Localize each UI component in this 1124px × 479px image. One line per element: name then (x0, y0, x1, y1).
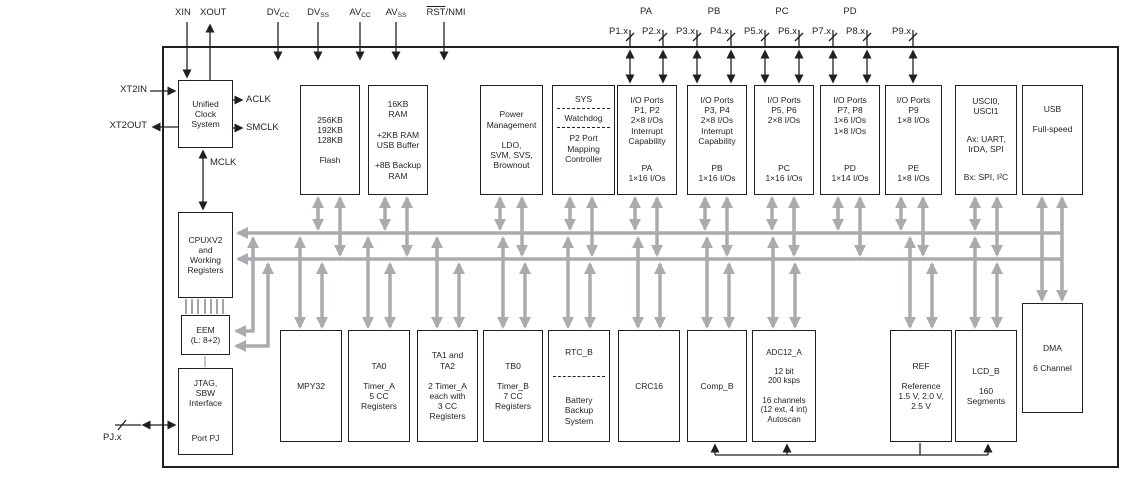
port-group-label-pa: PA (640, 6, 652, 17)
io-pd-top: I/O Ports P7, P8 1×6 I/Os 1×8 I/Os (833, 95, 867, 136)
io-p9-top: I/O Ports P9 1×8 I/Os (896, 95, 931, 126)
pin-label-xin: XIN (175, 7, 191, 18)
divider (557, 127, 610, 129)
io-pb-top: I/O Ports P3, P4 2×8 I/Os Interrupt Capa… (698, 95, 736, 146)
io-p9-bottom: PE 1×8 I/Os (897, 162, 930, 183)
usci-bx: Bx: SPI, I²C (963, 171, 1009, 182)
port-pj-label: Port PJ (191, 432, 220, 443)
block-power-management: Power Management LDO, SVM, SVS, Brownout (480, 85, 543, 195)
block-tb0: TB0 Timer_B 7 CC Registers (483, 330, 543, 442)
pin-label-avcc: AVCC (349, 7, 371, 19)
signal-label-aclk: ACLK (246, 94, 271, 105)
signal-label-mclk: MCLK (210, 157, 237, 168)
port-group-label-pd: PD (843, 6, 857, 17)
pin-label-p3x: P3.x (675, 26, 695, 37)
pin-label-p4x: P4.x (709, 26, 729, 37)
io-pd-bottom: PD 1×14 I/Os (831, 162, 869, 183)
io-pa-bottom: PA 1×16 I/Os (628, 162, 666, 183)
divider (557, 108, 610, 110)
divider (553, 376, 605, 377)
block-flash: 256KB 192KB 128KB Flash (300, 85, 360, 195)
watchdog-label: Watchdog (564, 113, 603, 124)
block-io-ports-p9: I/O Ports P9 1×8 I/Os PE 1×8 I/Os (885, 85, 942, 195)
block-mpy32: MPY32 (280, 330, 342, 442)
pin-label-p1x: P1.x (608, 26, 628, 37)
usci-names: USCI0, USCI1 (972, 96, 1000, 117)
block-ta1-ta2: TA1 and TA2 2 Timer_A each with 3 CC Reg… (417, 330, 478, 442)
io-pc-bottom: PC 1×16 I/Os (765, 162, 803, 183)
pin-label-xt2in: XT2IN (120, 84, 147, 95)
block-crc16: CRC16 (618, 330, 680, 442)
port-group-label-pc: PC (775, 6, 789, 17)
block-io-ports-pd: I/O Ports P7, P8 1×6 I/Os 1×8 I/Os PD 1×… (820, 85, 880, 195)
pin-label-xout: XOUT (200, 7, 227, 18)
block-ta0: TA0 Timer_A 5 CC Registers (348, 330, 410, 442)
pin-label-xt2out: XT2OUT (109, 120, 147, 131)
block-io-ports-pb: I/O Ports P3, P4 2×8 I/Os Interrupt Capa… (687, 85, 747, 195)
sys-label: SYS (574, 94, 592, 104)
io-pb-bottom: PB 1×16 I/Os (698, 162, 736, 183)
block-sys: SYS Watchdog P2 Port Mapping Controller (552, 85, 615, 195)
block-adc12-a: ADC12_A 12 bit 200 ksps 16 channels (12 … (752, 330, 816, 442)
block-cpu: CPUXV2 and Working Registers (178, 212, 233, 298)
block-jtag: JTAG, SBW Interface Port PJ (178, 368, 233, 455)
pin-label-p5x: P5.x (743, 26, 763, 37)
block-dma: DMA 6 Channel (1022, 303, 1083, 413)
io-pc-top: I/O Ports P5, P6 2×8 I/Os (767, 95, 801, 126)
battery-backup-label: Battery Backup System (564, 395, 594, 426)
port-group-label-pb: PB (707, 6, 721, 17)
usci-ax: Ax: UART, IrDA, SPI (966, 133, 1006, 155)
block-comp-b: Comp_B (687, 330, 747, 442)
block-io-ports-pc: I/O Ports P5, P6 2×8 I/Os PC 1×16 I/Os (754, 85, 814, 195)
pin-label-p2x: P2.x (641, 26, 661, 37)
pin-label-avss: AVSS (385, 7, 407, 19)
pin-label-dvss: DVSS (307, 7, 329, 19)
pin-label-p9x: P9.x (891, 26, 911, 37)
block-ram: 16KB RAM +2KB RAM USB Buffer +8B Backup … (368, 85, 428, 195)
block-unified-clock-system: Unified Clock System (178, 80, 233, 148)
block-io-ports-pa: I/O Ports P1, P2 2×8 I/Os Interrupt Capa… (617, 85, 677, 195)
rtc-label: RTC_B (565, 346, 593, 357)
pin-label-p6x: P6.x (777, 26, 797, 37)
block-eem: EEM (L: 8+2) (181, 315, 230, 355)
pin-label-p7x: P7.x (811, 26, 831, 37)
pin-label-pjx: PJ.x (103, 432, 122, 443)
block-rtc-b: RTC_B Battery Backup System (548, 330, 610, 442)
block-usb: USB Full-speed (1022, 85, 1083, 195)
io-pa-top: I/O Ports P1, P2 2×8 I/Os Interrupt Capa… (628, 95, 666, 146)
p2-port-mapping-label: P2 Port Mapping Controller (565, 133, 602, 164)
block-ref: REF Reference 1.5 V, 2.0 V, 2.5 V (890, 330, 952, 442)
block-usci: USCI0, USCI1 Ax: UART, IrDA, SPI Bx: SPI… (955, 85, 1017, 195)
jtag-label: JTAG, SBW Interface (188, 378, 223, 409)
block-lcd-b: LCD_B 160 Segments (955, 330, 1017, 442)
signal-label-smclk: SMCLK (246, 122, 279, 133)
pin-label-dvcc: DVCC (266, 7, 290, 19)
pin-label-rst-nmi: RST/NMI (426, 7, 466, 18)
pin-label-p8x: P8.x (845, 26, 865, 37)
